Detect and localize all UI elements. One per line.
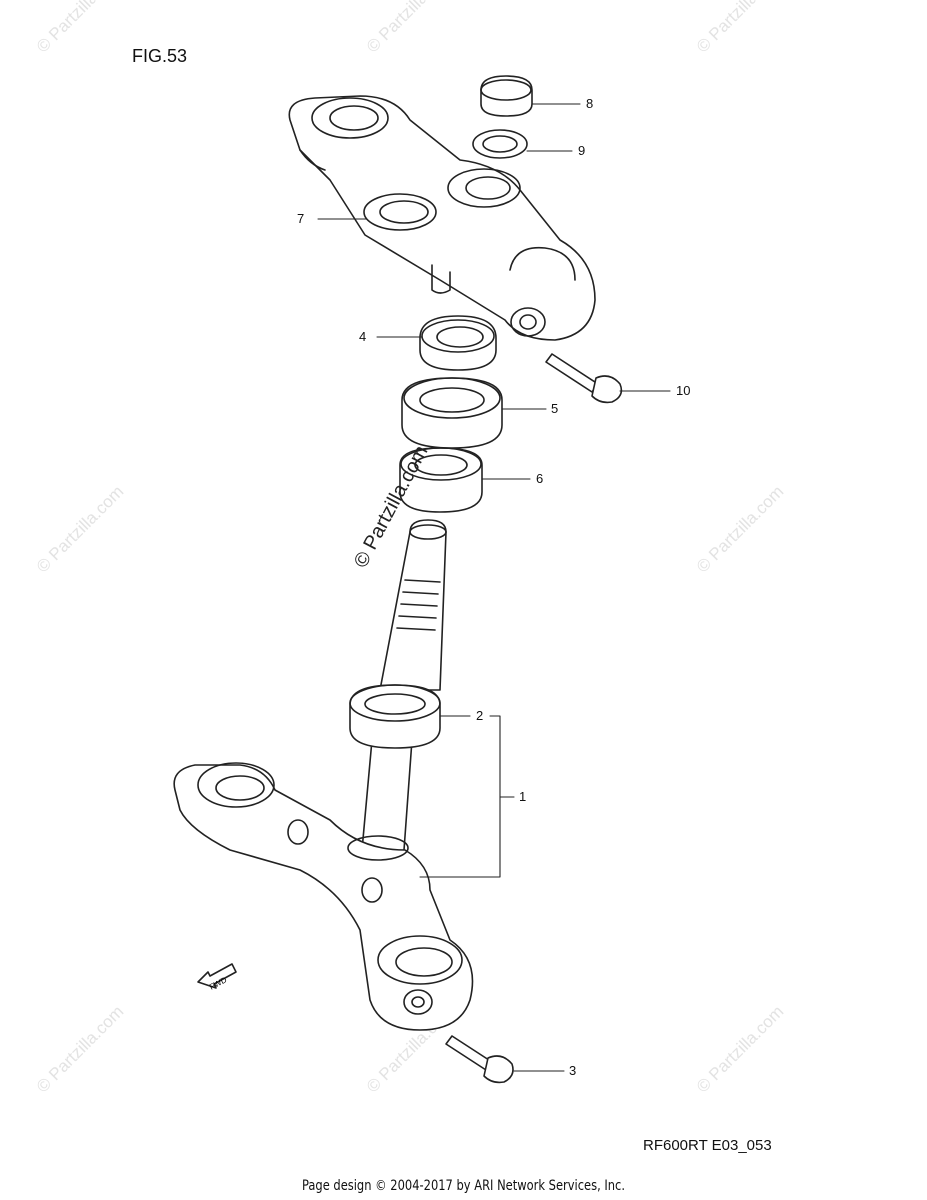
callout-1: 1 — [519, 789, 527, 804]
part-3-bolt — [445, 1035, 514, 1084]
part-4-nut — [419, 315, 497, 371]
callout-10: 10 — [676, 383, 691, 398]
part-5-bearing — [401, 377, 503, 449]
callout-7: 7 — [297, 211, 305, 226]
drawing-code: RF600RT E03_053 — [643, 1137, 772, 1154]
part-6-bearing — [399, 447, 483, 513]
callout-3: 3 — [569, 1063, 577, 1078]
part-8-cap — [480, 75, 533, 117]
leader-lines — [317, 103, 671, 1072]
callout-4: 4 — [359, 329, 367, 344]
callout-9: 9 — [578, 143, 586, 158]
fwd-arrow-icon — [197, 963, 237, 989]
part-10-bolt — [545, 353, 623, 404]
part-7-upper-bracket — [288, 95, 596, 341]
footer-credit: Page design © 2004-2017 by ARI Network S… — [301, 1178, 626, 1194]
callout-5: 5 — [551, 401, 559, 416]
callout-6: 6 — [536, 471, 544, 486]
part-1-steering-stem — [173, 519, 474, 1031]
callout-2: 2 — [476, 708, 484, 723]
part-9-washer — [472, 129, 528, 159]
figure-title: FIG.53 — [132, 46, 188, 66]
callout-8: 8 — [586, 96, 594, 111]
part-2-bearing — [349, 684, 441, 749]
